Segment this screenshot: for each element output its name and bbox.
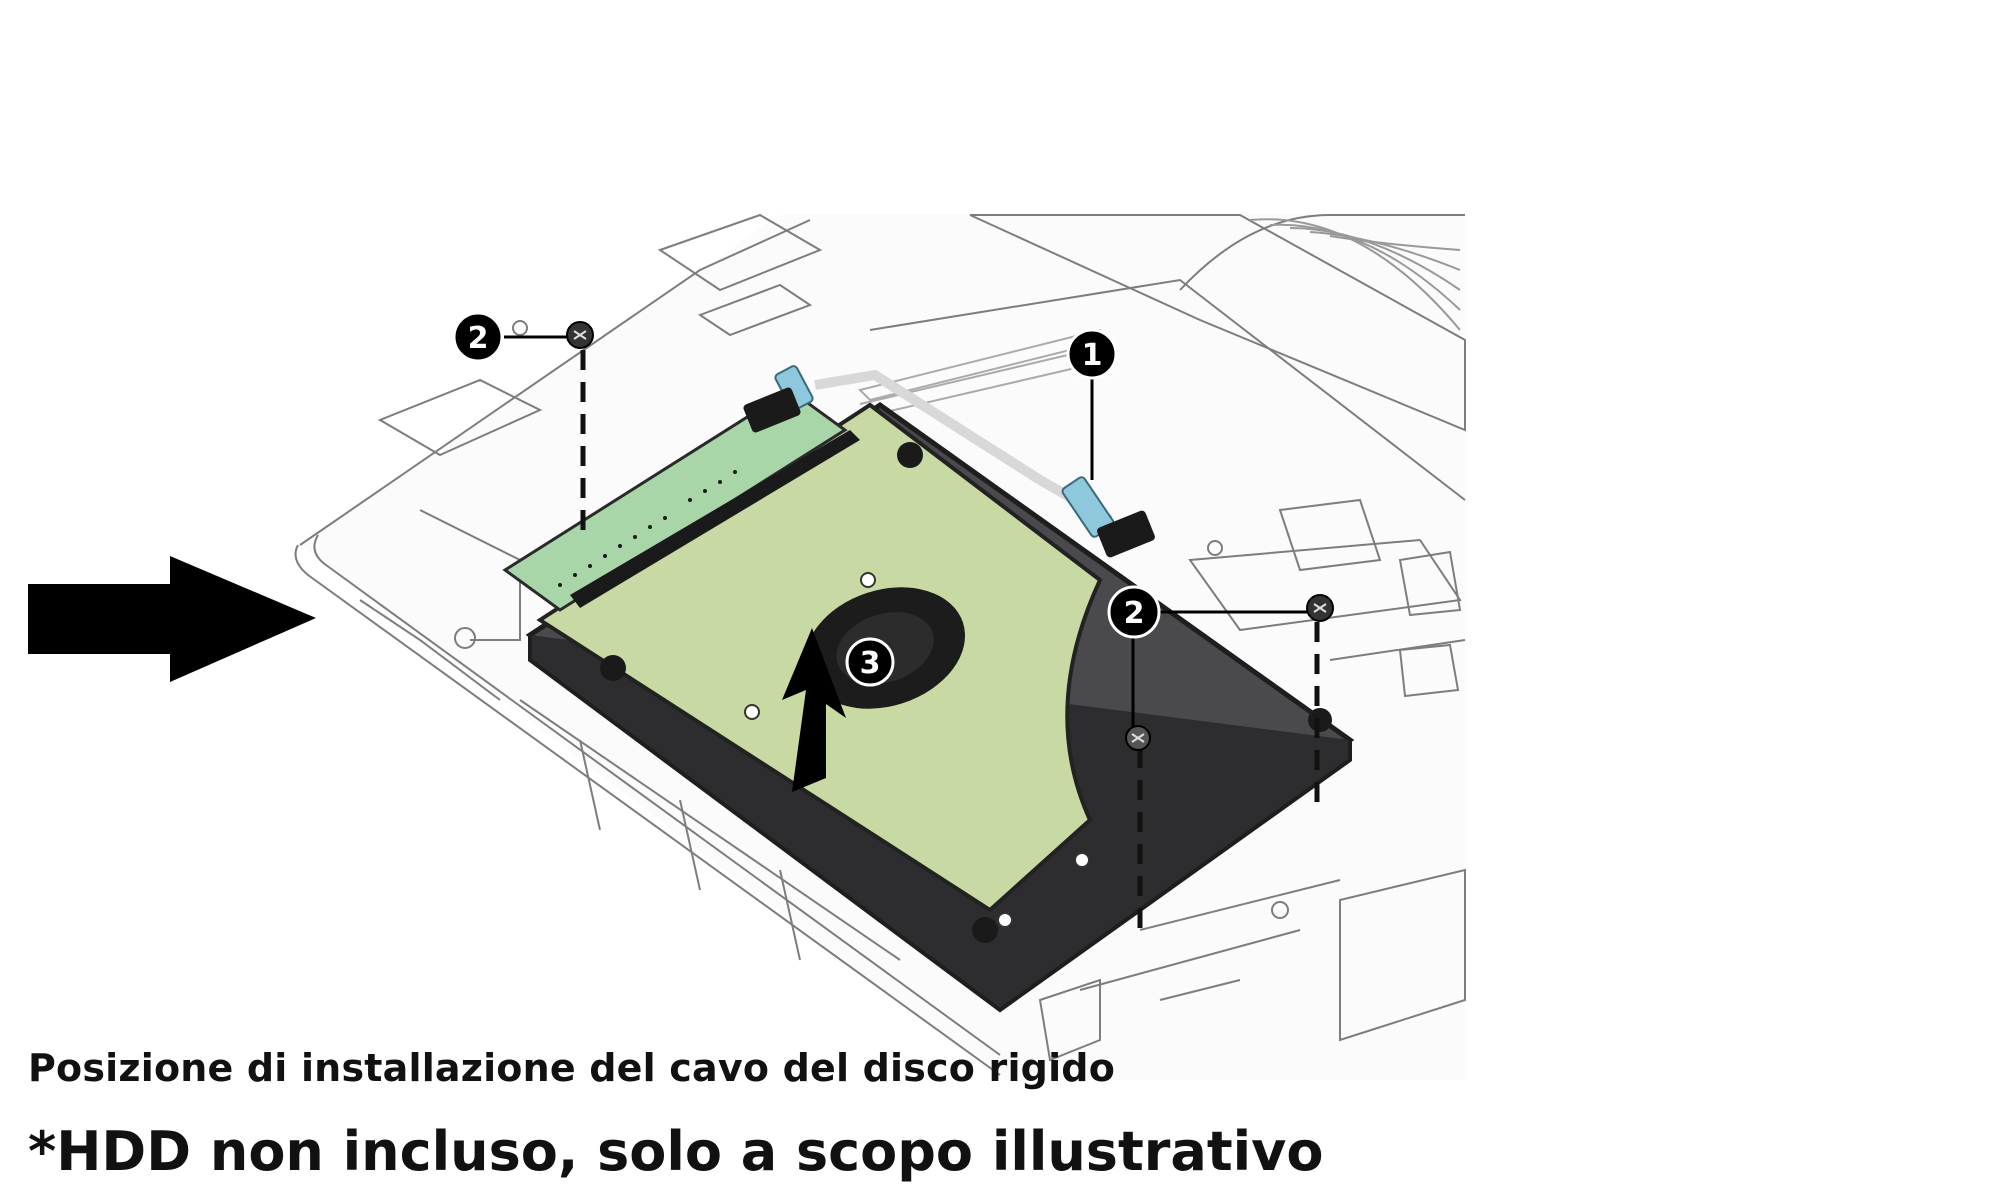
- callout-2-right: 2: [1107, 585, 1161, 639]
- callout-leaders: [504, 335, 1312, 735]
- cable-connector-board: [1097, 510, 1155, 558]
- drive-mounting-holes: [600, 442, 1332, 943]
- screw-icon: [1306, 594, 1334, 622]
- callout-2-top-left: 2: [452, 311, 504, 363]
- screw-icon: [566, 321, 594, 349]
- drive-pcb-board: [502, 388, 848, 612]
- caption-installation-position: Posizione di installazione del cavo del …: [28, 1046, 1115, 1090]
- pcb-pins: [558, 470, 737, 587]
- caption-hdd-not-included: *HDD non incluso, solo a scopo illustrat…: [28, 1120, 1324, 1183]
- sata-connector: [570, 430, 860, 608]
- big-right-arrow-icon: [28, 556, 316, 682]
- callout-3: 3: [845, 637, 895, 687]
- lift-up-arrow-icon: [782, 628, 846, 792]
- drive-screws: [744, 572, 1090, 928]
- callout-2-label: 2: [1124, 596, 1145, 631]
- screw-drop-lines: [580, 350, 1320, 940]
- screw-icon: [1125, 725, 1151, 751]
- callout-3-label: 3: [860, 646, 881, 681]
- callout-2-label: 2: [468, 321, 489, 356]
- cable-connector-top: [743, 387, 801, 433]
- callout-1-label: 1: [1082, 338, 1103, 373]
- callout-1: 1: [1066, 328, 1118, 380]
